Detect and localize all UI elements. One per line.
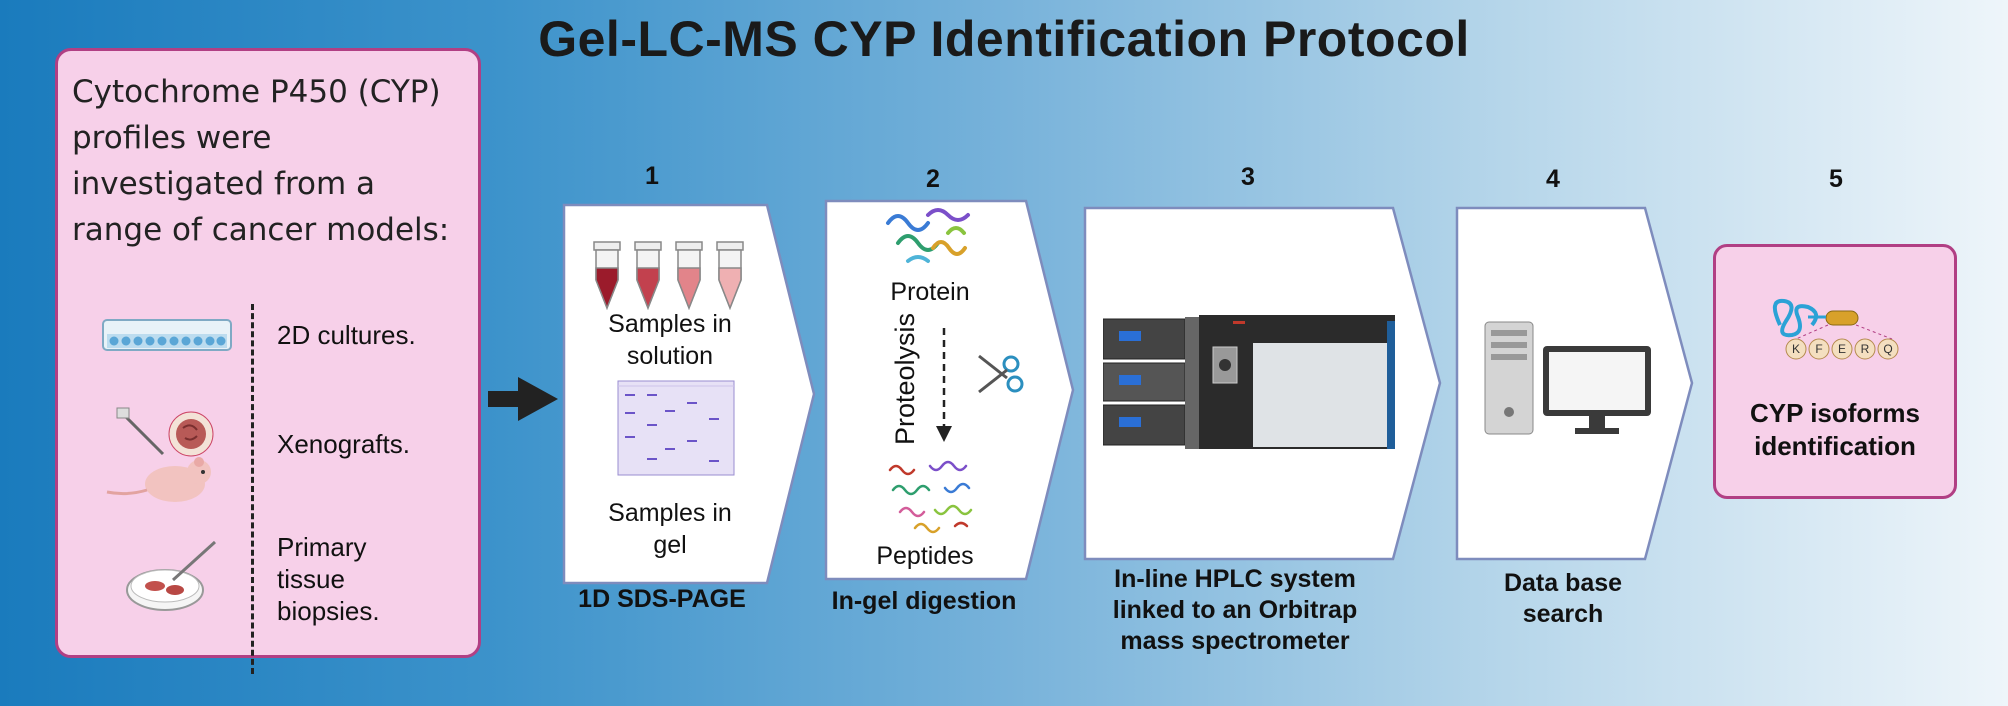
protein-structure-icon [886,208,970,263]
intro-text: Cytochrome P450 (CYP) profiles were inve… [72,74,450,248]
peptide-letter-e: E [1838,342,1846,356]
step-2-chevron [824,199,1075,581]
dashed-divider [251,304,254,674]
peptide-letter-r: R [1861,342,1870,356]
model-label-xenografts: Xenografts. [277,429,410,459]
samples-in-solution-text: Samples in solution [608,310,732,370]
intro-panel: Cytochrome P450 (CYP) profiles were inve… [55,48,481,674]
scissors-icon [978,354,1024,394]
peptide-letter-k: K [1792,342,1800,356]
protein-text: Protein [890,278,970,306]
result-panel: K F E R Q CYP isoforms identification [1713,244,1957,499]
cell-culture-plate-icon [102,319,232,351]
petri-dish-biopsy-icon [126,540,217,611]
step-number-4: 4 [1546,165,1560,193]
step-2-label: In-gel digestion [831,587,1017,615]
protein-peptide-sequence-icon: K F E R Q [1772,298,1899,360]
dashed-down-arrow [936,328,952,442]
hplc-mass-spectrometer-icon [1103,315,1395,449]
step-number-5: 5 [1829,165,1843,193]
proteolysis-text: Proteolysis [890,312,920,445]
model-label-primary-biopsies: Primary tissue biopsies. [277,532,380,626]
step-1-label: 1D SDS-PAGE [578,585,746,613]
step-number-3: 3 [1241,163,1255,191]
sample-tubes-icon [593,241,744,310]
peptide-letter-f: F [1815,342,1822,356]
peptides-text: Peptides [876,542,974,570]
step-3-label: In-line HPLC system linked to an Orbitra… [1112,565,1358,655]
step-number-1: 1 [645,162,659,190]
step-4-label: Data base search [1503,569,1623,628]
step-number-2: 2 [926,165,940,193]
peptide-letter-q: Q [1883,342,1892,356]
flow-arrow-shaft [488,391,520,407]
samples-in-gel-text: Samples in gel [608,499,732,559]
computer-icon [1484,321,1651,435]
sds-gel-icon [617,380,735,476]
mouse-xenograft-icon [106,407,214,502]
step-5-label: CYP isoforms identification [1749,398,1920,461]
model-label-2d-cultures: 2D cultures. [277,320,416,350]
peptides-icon [888,460,973,534]
diagram-title: Gel-LC-MS CYP Identification Protocol [538,11,1470,67]
flow-arrow-head [518,377,558,421]
